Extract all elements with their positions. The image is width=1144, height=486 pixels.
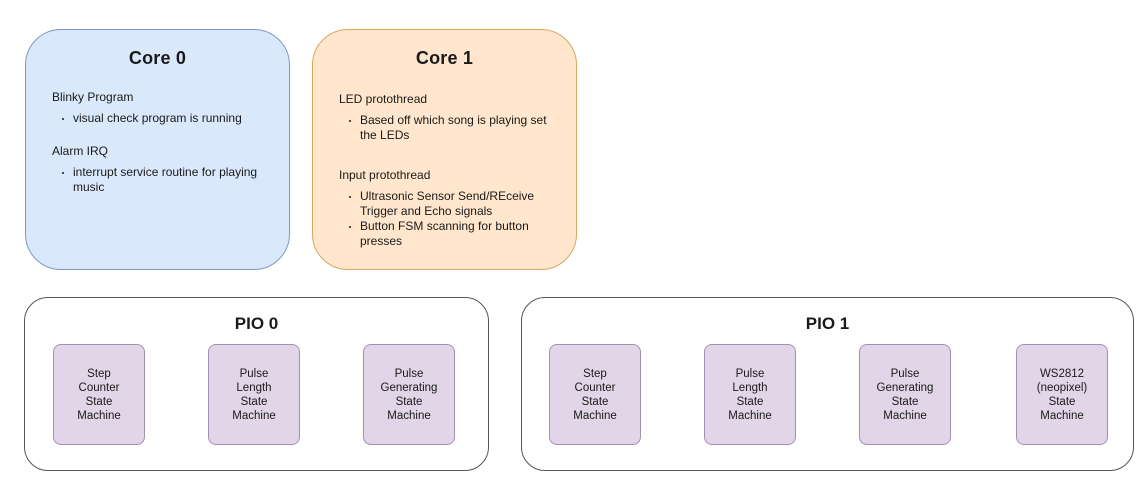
pio-1-state-machine-ws2812: WS2812 (neopixel) State Machine: [1016, 344, 1108, 445]
state-machine-label: Pulse Generating State Machine: [876, 367, 934, 422]
pio-0-title: PIO 0: [234, 314, 279, 333]
bullet-item: Based off which song is playing set the …: [339, 113, 556, 143]
state-machine-label: Step Counter State Machine: [573, 367, 617, 422]
bullet-list: Based off which song is playing set the …: [339, 113, 556, 143]
bullet-item: interrupt service routine for playing mu…: [52, 165, 269, 195]
core-0-section-blinky: Blinky Program visual check program is r…: [52, 90, 269, 126]
pio-1-state-machine-pulse-generating: Pulse Generating State Machine: [859, 344, 951, 445]
bullet-list: visual check program is running: [52, 111, 269, 126]
pio-0-box: PIO 0 Step Counter State Machine Pulse L…: [24, 297, 489, 471]
pio-1-state-machine-pulse-length: Pulse Length State Machine: [704, 344, 796, 445]
bullet-list: Ultrasonic Sensor Send/REceive Trigger a…: [339, 189, 556, 249]
core-0-section-alarm-irq: Alarm IRQ interrupt service routine for …: [52, 144, 269, 195]
core-0-title: Core 0: [128, 48, 187, 68]
section-title: Alarm IRQ: [52, 144, 109, 158]
bullet-item: Button FSM scanning for button presses: [339, 219, 556, 249]
state-machine-label: Pulse Generating State Machine: [380, 367, 438, 422]
section-title: Input protothread: [339, 168, 431, 182]
pio-0-state-machine-pulse-generating: Pulse Generating State Machine: [363, 344, 455, 445]
core-1-title: Core 1: [415, 48, 474, 68]
state-machine-label: Pulse Length State Machine: [232, 367, 276, 422]
pio-1-box: PIO 1 Step Counter State Machine Pulse L…: [521, 297, 1134, 471]
bullet-item: visual check program is running: [52, 111, 269, 126]
pio-1-title: PIO 1: [805, 314, 850, 333]
bullet-item: Ultrasonic Sensor Send/REceive Trigger a…: [339, 189, 556, 219]
section-title: LED protothread: [339, 92, 428, 106]
section-title: Blinky Program: [52, 90, 134, 104]
core-1-box: Core 1 LED protothread Based off which s…: [312, 29, 577, 270]
core-0-box: Core 0 Blinky Program visual check progr…: [25, 29, 290, 270]
core-1-section-input: Input protothread Ultrasonic Sensor Send…: [339, 168, 556, 249]
pio-0-state-machine-pulse-length: Pulse Length State Machine: [208, 344, 300, 445]
state-machine-label: Step Counter State Machine: [77, 367, 121, 422]
pio-1-state-machine-step-counter: Step Counter State Machine: [549, 344, 641, 445]
core-1-section-led: LED protothread Based off which song is …: [339, 92, 556, 143]
state-machine-label: Pulse Length State Machine: [728, 367, 772, 422]
bullet-list: interrupt service routine for playing mu…: [52, 165, 269, 195]
pio-0-state-machine-step-counter: Step Counter State Machine: [53, 344, 145, 445]
state-machine-label: WS2812 (neopixel) State Machine: [1036, 367, 1088, 422]
